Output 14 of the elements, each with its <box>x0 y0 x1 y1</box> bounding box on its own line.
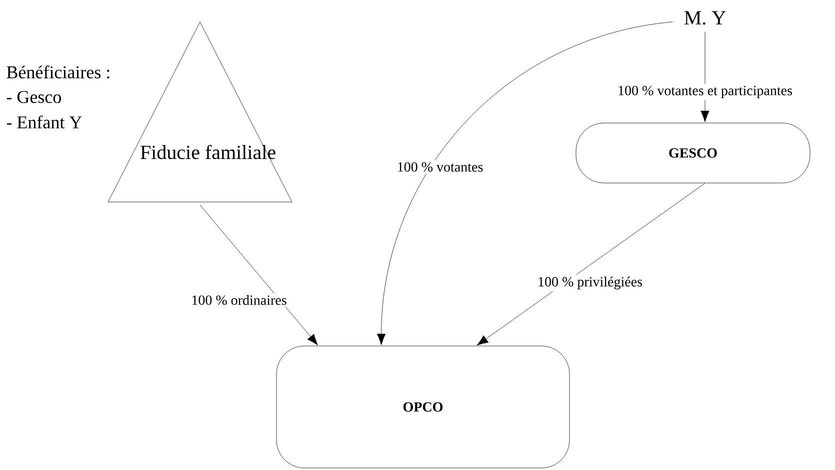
beside-text: - Gesco <box>6 90 61 104</box>
edge-label: 100 % votantes et participantes <box>616 84 794 100</box>
arrow <box>376 22 673 346</box>
edge-label: 100 % votantes <box>394 160 486 174</box>
person-label: M. Y <box>684 11 726 25</box>
entity-box: OPCO <box>276 346 570 468</box>
arrow <box>700 32 710 122</box>
arrow <box>476 183 706 346</box>
edge-label: 100 % privilégiées <box>536 274 644 292</box>
arrow <box>200 204 318 346</box>
beside-text: - Enfant Y <box>6 116 82 128</box>
edge-label: 100 % ordinaires <box>189 293 289 307</box>
beside-text: Bénéficiaires : <box>6 66 110 78</box>
entity-box: GESCO <box>576 122 810 184</box>
